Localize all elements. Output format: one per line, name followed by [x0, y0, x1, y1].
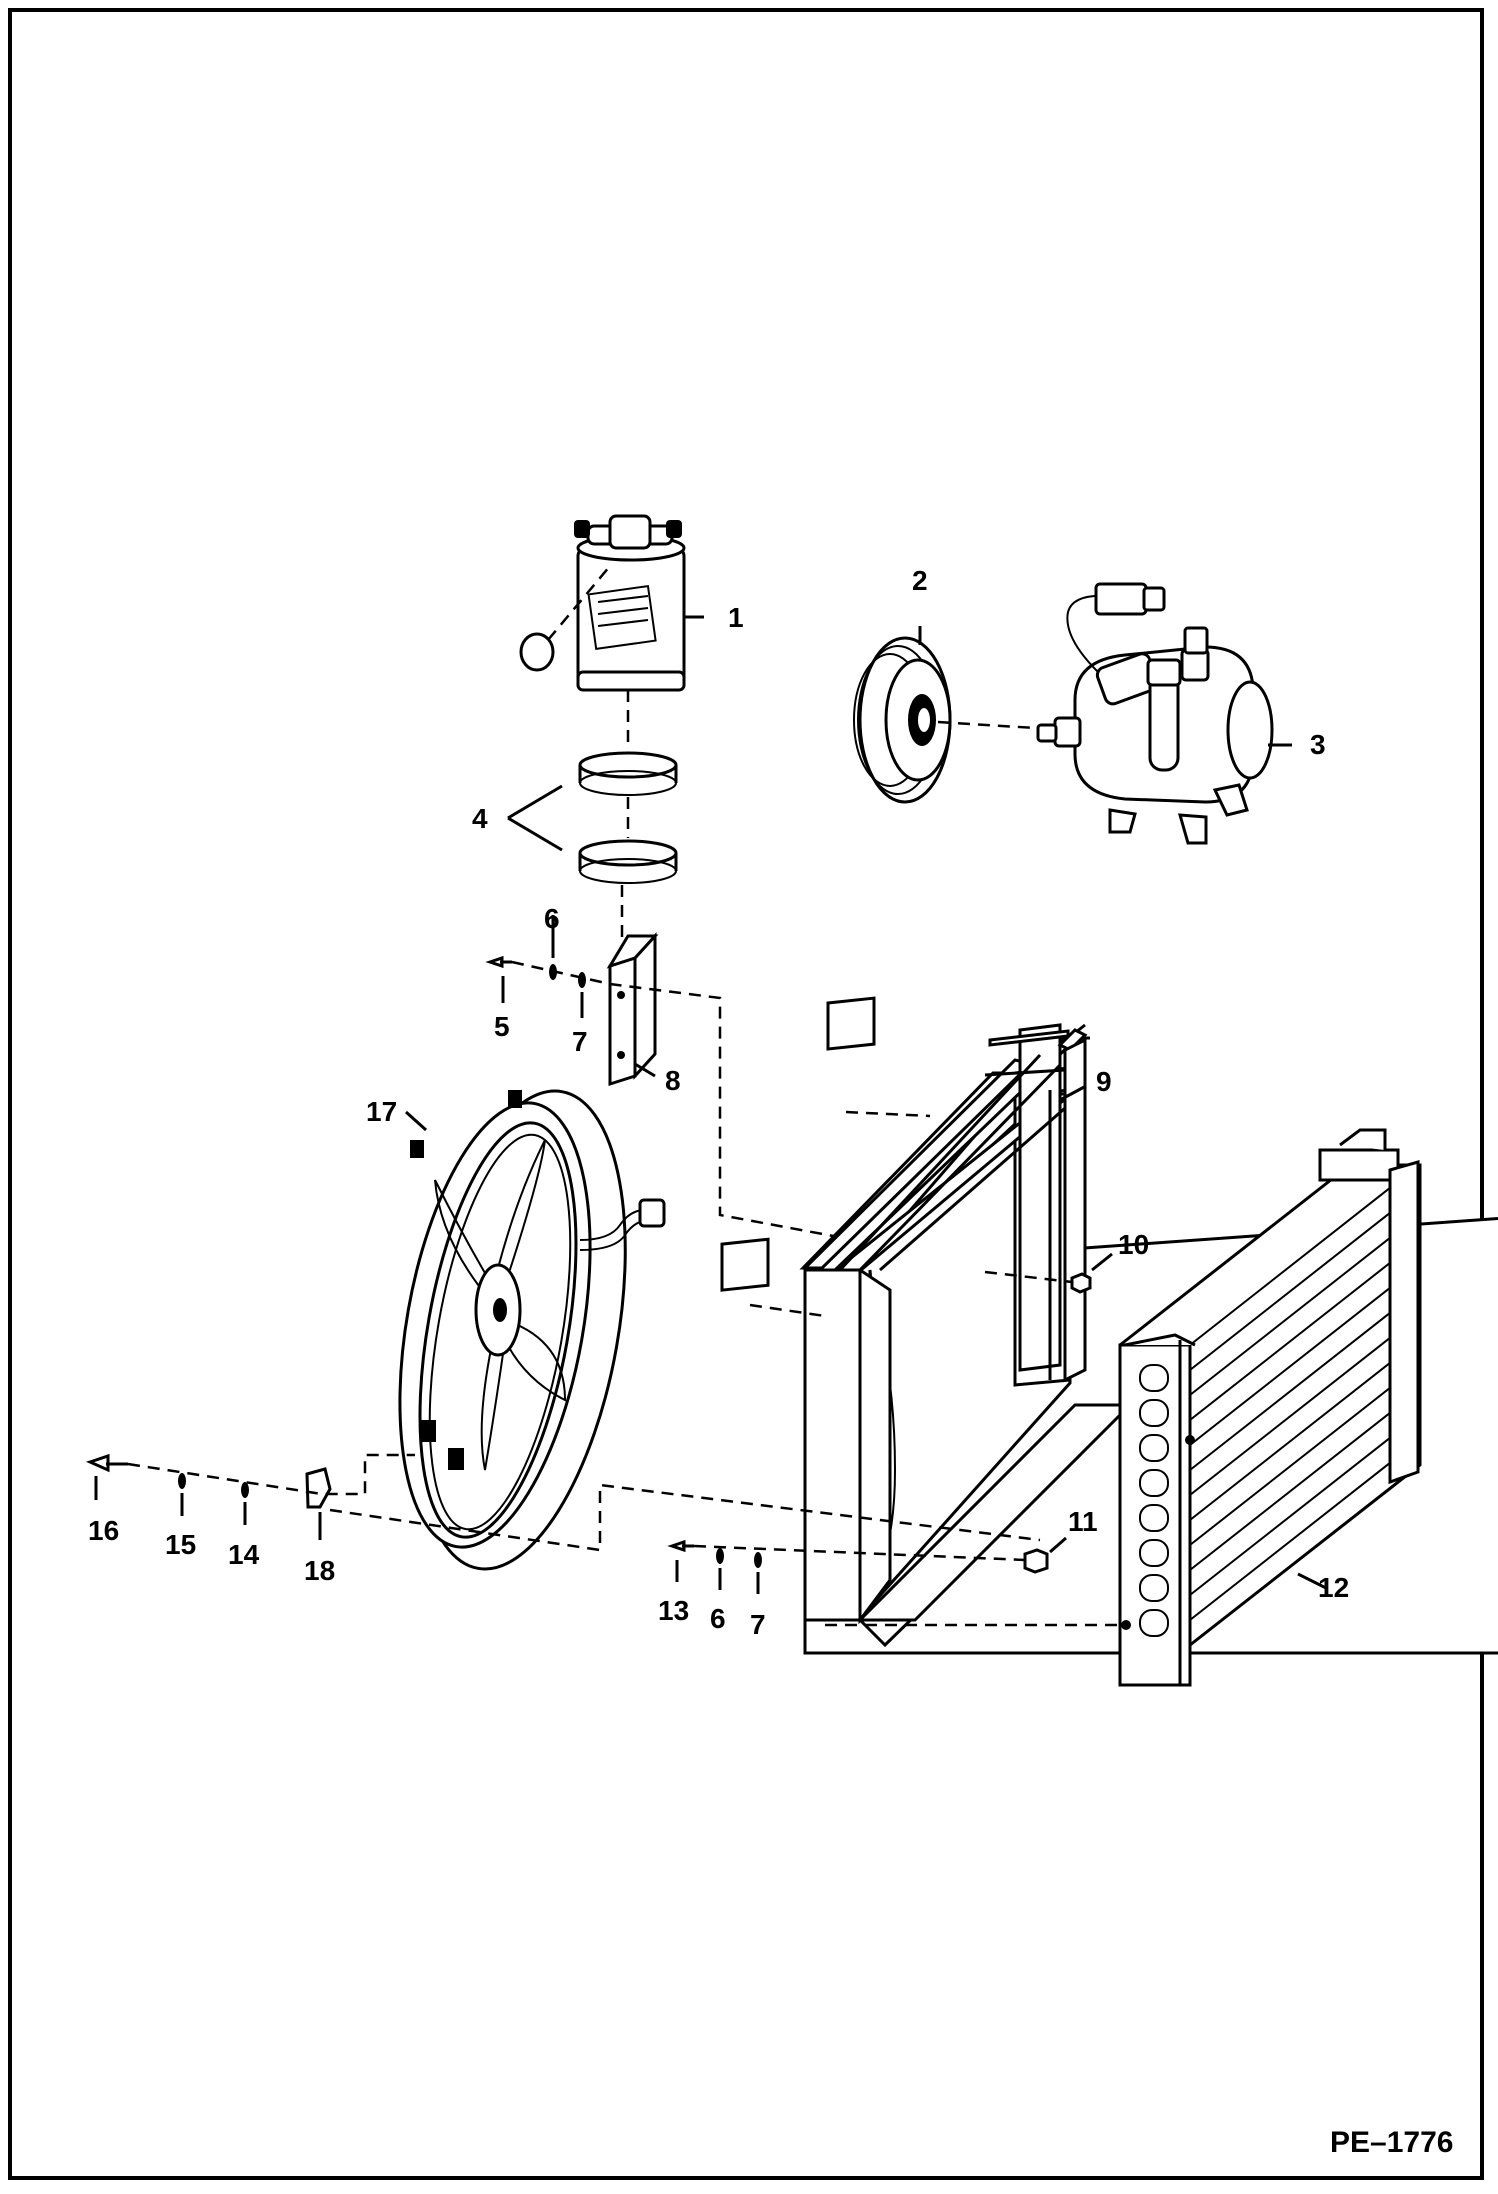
ac-compressor — [1036, 582, 1274, 845]
callout-4: 4 — [472, 803, 488, 834]
condenser-core — [1118, 1128, 1422, 1687]
diagram-border — [8, 8, 1484, 2180]
callout-10: 10 — [1118, 1229, 1149, 1260]
callout-9: 9 — [1096, 1066, 1112, 1097]
callout-2: 2 — [912, 565, 928, 596]
callout-14: 14 — [228, 1539, 260, 1570]
callout-3: 3 — [1310, 729, 1326, 760]
shroud-hardware-bottom — [667, 1539, 762, 1568]
bracket-hardware-top — [485, 932, 659, 1087]
callout-6-upper: 6 — [544, 903, 560, 934]
callout-1: 1 — [728, 602, 744, 633]
callout-7-lower: 7 — [750, 1609, 766, 1640]
callout-17: 17 — [366, 1096, 397, 1127]
fan-hardware-bottom — [85, 1453, 332, 1509]
callout-12: 12 — [1318, 1572, 1349, 1603]
clamp-bands — [578, 751, 678, 884]
diagram-reference-number: PE–1776 — [1330, 2126, 1453, 2159]
callout-7-upper: 7 — [572, 1026, 588, 1057]
receiver-drier — [519, 514, 686, 692]
callout-8: 8 — [665, 1065, 681, 1096]
condenser-fan — [398, 1089, 666, 1571]
callout-18: 18 — [304, 1555, 335, 1586]
callout-6-lower: 6 — [710, 1603, 726, 1634]
callout-13: 13 — [658, 1595, 689, 1626]
callout-16: 16 — [88, 1515, 119, 1546]
clutch-pulley — [853, 636, 952, 804]
callout-11: 11 — [1068, 1506, 1098, 1537]
callout-5: 5 — [494, 1011, 510, 1042]
callout-15: 15 — [165, 1529, 196, 1560]
